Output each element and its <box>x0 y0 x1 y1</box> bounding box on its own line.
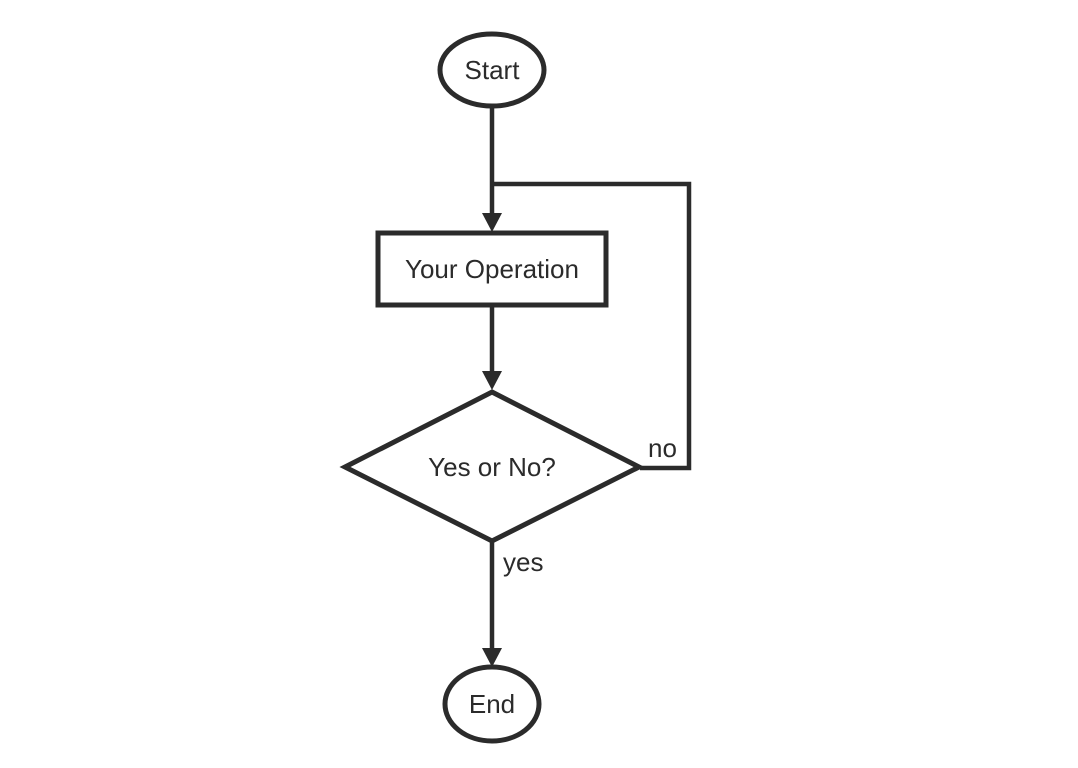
edge-no-loop: no <box>492 181 692 471</box>
edge-line <box>492 181 692 471</box>
edge-yes: yes <box>482 539 543 667</box>
edge-start-to-operation <box>482 104 502 232</box>
arrowhead-down-icon <box>482 213 502 232</box>
decision-node-shape <box>339 389 645 544</box>
start-node: Start <box>437 31 547 109</box>
operation-node-label: Your Operation <box>405 254 579 284</box>
edge-label-no: no <box>648 433 677 463</box>
edge-label-yes: yes <box>503 547 543 577</box>
operation-node: Your Operation <box>375 230 609 308</box>
operation-node-shape <box>375 230 609 308</box>
start-node-label: Start <box>465 55 521 85</box>
start-node-shape <box>437 31 547 109</box>
end-node-shape <box>442 664 542 744</box>
end-node: End <box>442 664 542 744</box>
edge-operation-to-decision <box>482 303 502 390</box>
end-node-label: End <box>469 689 515 719</box>
decision-node: Yes or No? <box>339 389 645 544</box>
arrowhead-down-icon <box>482 648 502 667</box>
arrowhead-down-icon <box>482 371 502 390</box>
decision-node-label: Yes or No? <box>428 452 556 482</box>
